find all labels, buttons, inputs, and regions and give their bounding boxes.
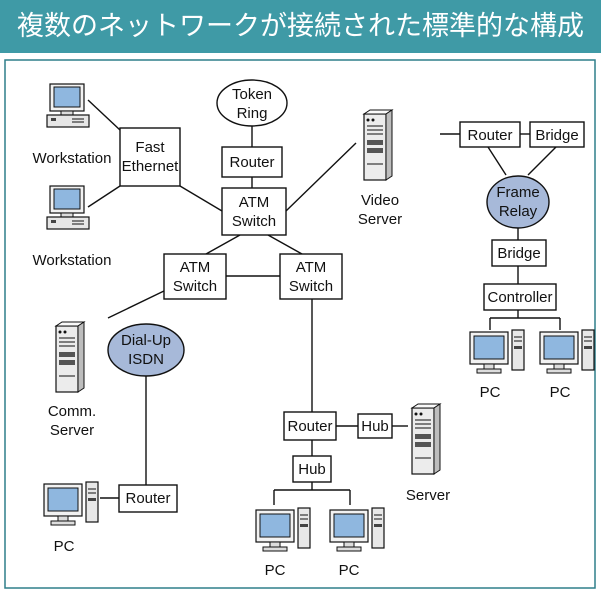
dialup-isdn-label: ISDN	[128, 351, 164, 368]
controller-box	[483, 283, 557, 311]
router-box	[118, 484, 178, 513]
pc-label: PC	[339, 562, 360, 579]
atm-switch-label: Switch	[232, 213, 276, 230]
server-tower-icon	[363, 109, 393, 181]
diagram-frame	[4, 59, 596, 589]
pc-label: PC	[54, 538, 75, 555]
workstation-icon	[46, 185, 90, 230]
pc-icon	[539, 329, 595, 374]
atm-switch-label: ATM	[296, 259, 327, 276]
dialup-isdn-label: Dial-Up	[121, 332, 171, 349]
token-ring-node	[216, 79, 288, 127]
token-ring-label: Ring	[237, 105, 268, 122]
controller-label: Controller	[487, 289, 552, 306]
atm-switch-label: ATM	[180, 259, 211, 276]
bridge-label: Bridge	[535, 127, 578, 144]
server-tower-icon	[411, 403, 441, 475]
atm-switch-left	[163, 253, 227, 300]
router-label: Router	[229, 154, 274, 171]
atm-switch-label: Switch	[173, 278, 217, 295]
fast-ethernet-label: Fast	[135, 139, 165, 156]
atm-switch-label: ATM	[239, 194, 270, 211]
pc-icon	[329, 507, 385, 552]
title-bar: 複数のネットワークが接続された標準的な構成	[0, 0, 601, 53]
connection-lines	[87, 99, 561, 505]
router-label: Router	[467, 127, 512, 144]
workstation-icon	[46, 83, 90, 128]
frame-relay-label: Relay	[499, 203, 538, 220]
bridge-box	[529, 121, 585, 148]
frame-relay-cloud	[486, 175, 550, 229]
frame-relay-label: Frame	[496, 184, 539, 201]
router-box	[283, 411, 337, 441]
server-label: Server	[406, 487, 450, 504]
pc-label: PC	[265, 562, 286, 579]
bridge-box	[491, 239, 547, 267]
network-diagram: Workstation Workstation Fast Ethernet To…	[4, 59, 596, 589]
video-server-label: Video	[361, 192, 399, 209]
atm-switch-right	[279, 253, 343, 300]
pc-icon	[43, 481, 99, 526]
server-tower-icon	[55, 321, 85, 393]
bridge-label: Bridge	[497, 245, 540, 262]
atm-switch-main	[221, 187, 287, 236]
pc-icon	[255, 507, 311, 552]
workstation-label: Workstation	[33, 252, 112, 269]
router-box	[459, 121, 521, 148]
fast-ethernet-label: Ethernet	[122, 158, 180, 175]
comm-server-label: Server	[50, 422, 94, 439]
router-box	[221, 146, 283, 178]
hub-label: Hub	[298, 461, 326, 478]
router-label: Router	[125, 490, 170, 507]
atm-switch-label: Switch	[289, 278, 333, 295]
pc-label: PC	[550, 384, 571, 401]
hub-box	[357, 413, 393, 439]
dialup-isdn-cloud	[107, 323, 185, 377]
pc-icon	[469, 329, 525, 374]
comm-server-label: Comm.	[48, 403, 96, 420]
fast-ethernet-box	[119, 127, 181, 187]
video-server-label: Server	[358, 211, 402, 228]
diagram-title: 複数のネットワークが接続された標準的な構成	[17, 11, 584, 42]
router-label: Router	[287, 418, 332, 435]
hub-box	[292, 455, 332, 483]
pc-label: PC	[480, 384, 501, 401]
token-ring-label: Token	[232, 86, 272, 103]
workstation-label: Workstation	[33, 150, 112, 167]
hub-label: Hub	[361, 418, 389, 435]
